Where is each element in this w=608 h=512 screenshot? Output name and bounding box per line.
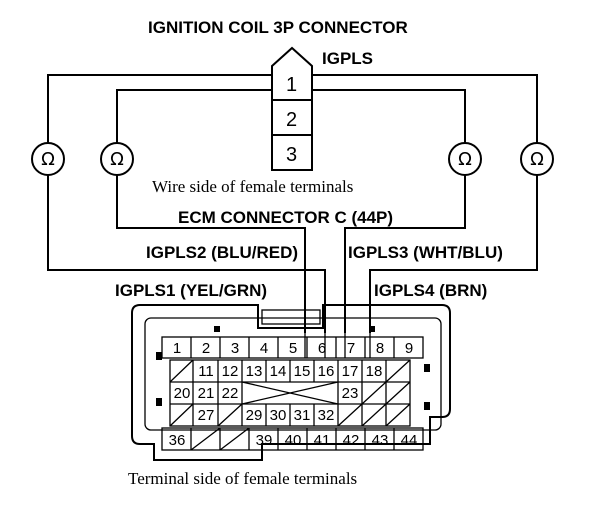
ecm-pin: 43 — [372, 432, 389, 449]
ohmmeter-left-inner: Ω — [100, 142, 134, 176]
ecm-pin: 27 — [198, 407, 215, 424]
ecm-pin: 20 — [174, 385, 191, 402]
ecm-pin: 6 — [318, 340, 326, 357]
ecm-pin: 42 — [343, 432, 360, 449]
terminal-side-caption: Terminal side of female terminals — [128, 469, 357, 488]
ecm-pin: 29 — [246, 407, 263, 424]
igpls4-label: IGPLS4 (BRN) — [374, 281, 487, 300]
ecm-pin: 31 — [294, 407, 311, 424]
ecm-pin: 7 — [347, 340, 355, 357]
ecm-connector-title: ECM CONNECTOR C (44P) — [178, 208, 393, 227]
ignition-coil-connector: 1 2 3 — [271, 46, 313, 171]
ohmmeter-right-outer: Ω — [520, 142, 554, 176]
wire-terminations — [304, 333, 371, 358]
ecm-connector: 1 2 3 4 5 6 7 8 9 — [131, 304, 451, 461]
ecm-pin: 14 — [270, 363, 287, 380]
ohm-icon: Ω — [530, 149, 544, 170]
ecm-pin: 13 — [246, 363, 263, 380]
coil-connector-title: IGNITION COIL 3P CONNECTOR — [148, 18, 408, 37]
ecm-pin: 21 — [198, 385, 215, 402]
coil-pin-2: 2 — [286, 109, 297, 131]
igpls2-label: IGPLS2 (BLU/RED) — [146, 243, 298, 262]
ohmmeter-right-inner: Ω — [448, 142, 482, 176]
ecm-pin: 17 — [342, 363, 359, 380]
ecm-pin: 30 — [270, 407, 287, 424]
ecm-pin: 32 — [318, 407, 335, 424]
ecm-pin: 36 — [169, 432, 186, 449]
igpls-signal-label: IGPLS — [322, 49, 373, 68]
ohm-icon: Ω — [110, 149, 124, 170]
ecm-pin: 11 — [198, 363, 214, 380]
ecm-pin: 23 — [342, 385, 359, 402]
igpls3-label: IGPLS3 (WHT/BLU) — [348, 243, 503, 262]
wire-side-caption: Wire side of female terminals — [152, 177, 353, 196]
ecm-pin: 3 — [231, 340, 239, 357]
ecm-pin: 1 — [173, 340, 181, 357]
ecm-pin: 2 — [202, 340, 210, 357]
ecm-pin: 12 — [222, 363, 239, 380]
ecm-pin: 4 — [260, 340, 268, 357]
ecm-pin: 41 — [314, 432, 331, 449]
ecm-pin: 9 — [405, 340, 413, 357]
coil-pin-3: 3 — [286, 144, 297, 166]
test-wires — [47, 74, 538, 333]
ecm-pin: 15 — [294, 363, 311, 380]
ohm-icon: Ω — [458, 149, 472, 170]
ecm-pin: 22 — [222, 385, 239, 402]
ohm-icon: Ω — [41, 149, 55, 170]
ecm-pin: 18 — [366, 363, 383, 380]
ecm-pin: 5 — [289, 340, 297, 357]
ohmmeter-left-outer: Ω — [31, 142, 65, 176]
ecm-pin: 16 — [318, 363, 335, 380]
ecm-pin: 40 — [285, 432, 302, 449]
ecm-pin: 39 — [256, 432, 273, 449]
ecm-pin: 8 — [376, 340, 384, 357]
igpls1-label: IGPLS1 (YEL/GRN) — [115, 281, 267, 300]
ecm-pin: 44 — [401, 432, 418, 449]
coil-pin-1: 1 — [286, 74, 297, 96]
